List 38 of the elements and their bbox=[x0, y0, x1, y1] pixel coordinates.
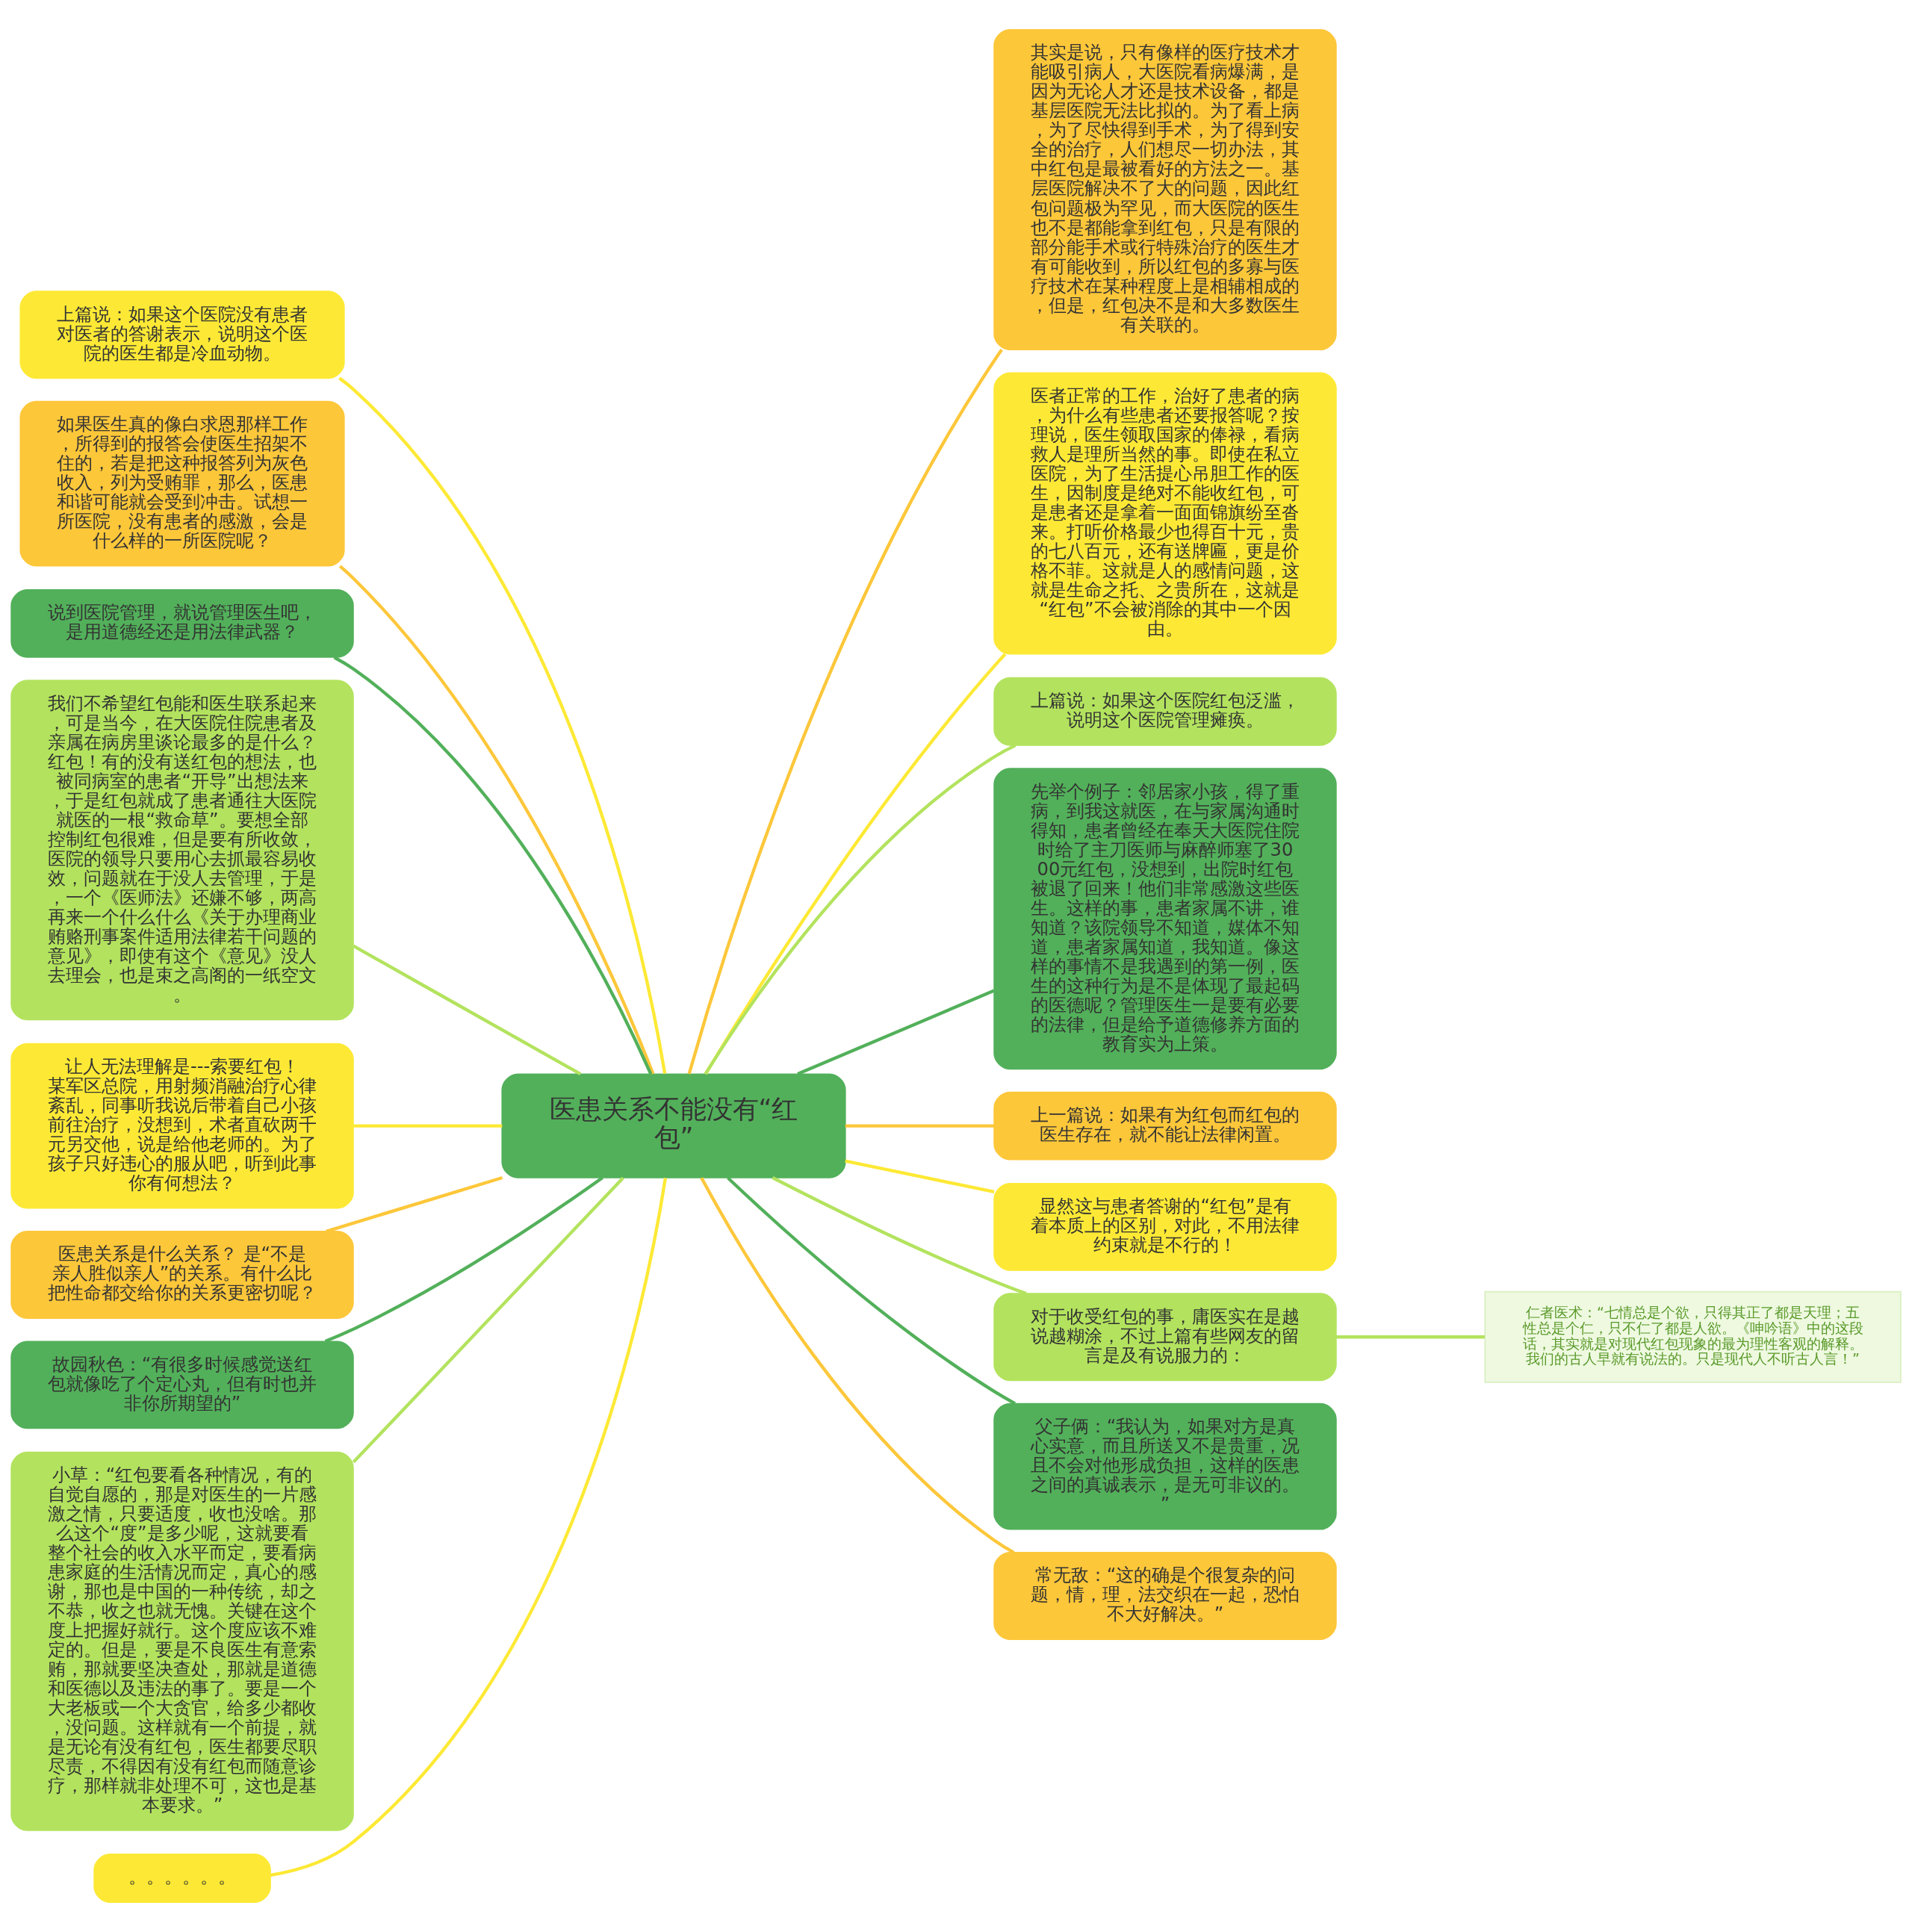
connector bbox=[845, 1124, 995, 1128]
node-box: 如果医生真的像白求恩那样工作，所得到的报答会使医生招架不住的，若是把这种报答列为灰色收入，列为受贿罪，那么，医患和谐可能就会受到冲击。试想一所医院，没有患者的感激，会是什么样的一所医院呢？ bbox=[19, 400, 345, 567]
node-box: 其实是说，只有像样的医疗技术才能吸引病人，大医院看病爆满，是因为无论人才还是技术设备，都是基层医院无法比拟的。为了看上病，为了尽快得到手术，为了得到安全的治疗，人们想尽一切办法，其中红包是最被看好的方法之一。基层医院解决不了大的问题，因此红包问题极为罕见，而大医院的医生也不是都能拿到红包，只是有限的部分能手术或行特殊治疗的医生才有可能收到，所以红包的多寡与医疗技术在某种程度上是相辅相成的，但是，红包决不是和大多数医生有关联的。 bbox=[993, 29, 1337, 351]
node-box: 常无敌：“这的确是个很复杂的问题，情，理，法交织在一起，恐怕不大好解决。” bbox=[993, 1552, 1337, 1640]
connector bbox=[353, 1124, 503, 1128]
node-box: 。。。。。。 bbox=[93, 1854, 271, 1903]
node-box: 父子俩：“我认为，如果对方是真心实意，而且所送又不是贵重，况且不会对他形成负担，这样的医患之间的真诚表示，是无可非议的。” bbox=[993, 1403, 1337, 1530]
node-box: 医者正常的工作，治好了患者的病，为什么有些患者还要报答呢？按理说，医生领取国家的俸禄，看病救人是理所当然的事。即使在私立医院，为了生活提心吊胆工作的医生，因制度是绝对不能收红包，可是患者还是拿着一面面锦旗纷至沓来。打听价格最少也得百十元，贵的七八百元，还有送牌匾，更是价格不菲。这就是人的感情问题，这就是生命之托、之贵所在，这就是“红包”不会被消除的其中一个因由。 bbox=[993, 372, 1337, 655]
node-box: 对于收受红包的事，庸医实在是越说越糊涂，不过上篇有些网友的留言是及有说服力的： bbox=[993, 1293, 1337, 1382]
connector bbox=[797, 989, 995, 1075]
node-box: 医患关系不能没有“红包” bbox=[501, 1073, 846, 1178]
node-box: 仁者医术：“七情总是个欲，只得其正了都是天理；五性总是个仁，只不仁了都是人欲。《呻吟语》中的这段话，其实就是对现代红包现象的最为理性客观的解释。我们的古人早就有说法的。只是现代人不听古人言！” bbox=[1484, 1290, 1902, 1383]
node-box: 上篇说：如果这个医院红包泛滥，说明这个医院管理瘫痪。 bbox=[993, 677, 1337, 746]
connector bbox=[1336, 1335, 1485, 1339]
connector bbox=[338, 376, 667, 1075]
connector bbox=[333, 656, 653, 1075]
node-box: 上一篇说：如果有为红包而红包的医生存在，就不能让法律闲置。 bbox=[993, 1091, 1337, 1161]
connector bbox=[353, 944, 582, 1076]
connector bbox=[687, 349, 1004, 1075]
connector bbox=[270, 1177, 668, 1877]
connector bbox=[338, 565, 655, 1075]
connector bbox=[727, 1176, 1016, 1405]
node-box: 让人无法理解是---索要红包！某军区总院，用射频消融治疗心律紊乱，同事听我说后带着自己小孩前往治疗，没想到，术者直砍两千元另交他，说是给他老师的。为了孩子只好违心的服从吧，听到此事你有何想法？ bbox=[10, 1043, 354, 1209]
connector bbox=[352, 1176, 624, 1464]
node-box: 小草：“红包要看各种情况，有的自觉自愿的，那是对医生的一片感激之情，只要适度，收也没啥。那么这个“度”是多少呢，这就要看整个社会的收入水平而定，要看病患家庭的生活情况而定，真心的感谢，那也是中国的一种传统，却之不恭，收之也就无愧。关键在这个度上把握好就行。这个度应该不难定的。但是，要是不良医生有意索贿，那就要坚决查处，那就是道德和医德以及违法的事了。要是一个大老板或一个大贪官，给多少都收，没问题。这样就有一个前提，就是无论有没有红包，医生都要尽职尽责，不得因有没有红包而随意诊疗，那样就非处理不可，这也是基本要求。” bbox=[10, 1451, 354, 1831]
connector bbox=[704, 744, 1016, 1075]
node-box: 医患关系是什么关系？ 是“不是亲人胜似亲人”的关系。有什么比把性命都交给你的关系更密切呢？ bbox=[10, 1231, 354, 1319]
node-box: 显然这与患者答谢的“红包”是有着本质上的区别，对此，不用法律约束就是不行的！ bbox=[993, 1182, 1337, 1271]
connector bbox=[700, 1177, 1015, 1554]
node-box: 先举个例子：邻居家小孩，得了重病，到我这就医，在与家属沟通时得知，患者曾经在奉天大医院住院时给了主刀医师与麻醉师塞了3000元红包，没想到，出院时红包被退了回来！他们非常感激这些医生。这样的事，患者家属不讲，谁知道？该院领导不知道，媒体不知道，患者家属知道，我知道。像这样的事情不是我遇到的第一例，医生的这种行为是不是体现了最起码的医德呢？管理医生一是要有必要的法律，但是给予道德修养方面的教育实为上策。 bbox=[993, 768, 1337, 1070]
connector bbox=[772, 1176, 1027, 1296]
node-box: 我们不希望红包能和医生联系起来，可是当今，在大医院住院患者及亲属在病房里谈论最多的是什么？红包！有的没有送红包的想法，也被同病室的患者“开导”出想法来，于是红包就成了患者通往大医院就医的一根“救命草”。要想全部控制红包很难，但是要有所收敛，医院的领导只要用心去抓最容易收效，问题就在于没人去管理，于是，一个《医师法》还嫌不够，两高再来一个什么什么《关于办理商业贿赂刑事案件适用法律若干问题的意见》，即使有这个《意见》没人去理会，也是束之高阁的一纸空文。 bbox=[10, 680, 354, 1021]
node-box: 故园秋色：“有很多时候感觉送红包就像吃了个定心丸，但有时也并非你所期望的” bbox=[10, 1341, 354, 1429]
connector bbox=[326, 1175, 503, 1233]
node-box: 说到医院管理，就说管理医生吧，是用道德经还是用法律武器？ bbox=[10, 588, 354, 658]
connector bbox=[845, 1159, 995, 1194]
connector bbox=[324, 1176, 603, 1344]
node-box: 上篇说：如果这个医院没有患者对医者的答谢表示，说明这个医院的医生都是冷血动物。 bbox=[19, 291, 345, 379]
